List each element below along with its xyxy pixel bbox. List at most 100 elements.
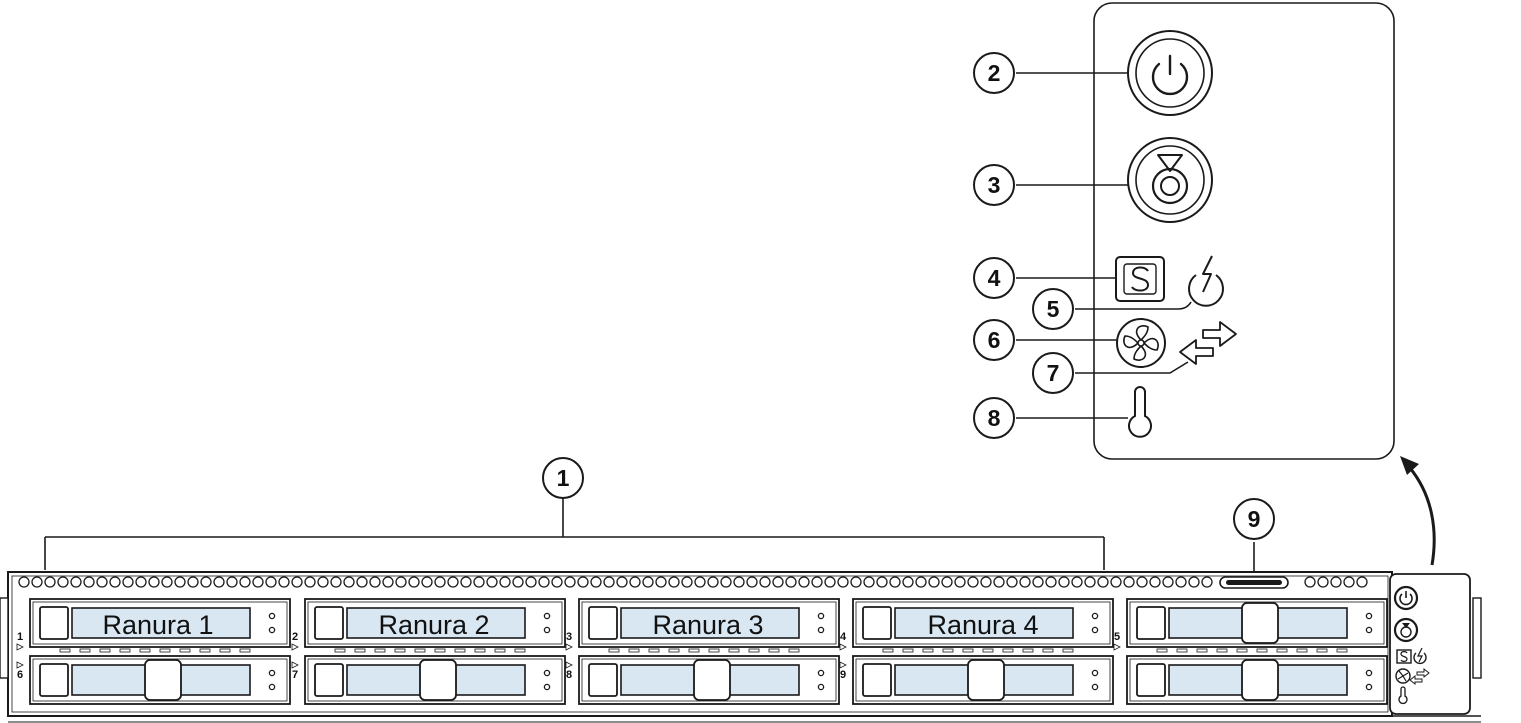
vent-hole — [486, 576, 498, 588]
unit-id-button-icon — [1393, 617, 1419, 643]
drive-bay — [29, 655, 291, 705]
vent-hole — [694, 576, 706, 588]
vent-hole — [161, 576, 173, 588]
slot-label: Ranura 4 — [927, 610, 1038, 640]
drive-led — [268, 626, 276, 634]
callout-number: 9 — [1248, 506, 1261, 532]
vent-hole — [31, 576, 43, 588]
vent-hole — [434, 576, 446, 588]
callout-6: 6 — [973, 319, 1015, 361]
vent-hole — [902, 576, 914, 588]
slot-label: Ranura 3 — [652, 610, 763, 640]
vent-hole — [122, 576, 134, 588]
callout-number: 1 — [557, 465, 570, 491]
vent-hole — [1188, 576, 1200, 588]
vent-hole — [70, 576, 82, 588]
drive-handle — [419, 659, 457, 701]
callout-number: 8 — [988, 405, 1001, 431]
bay-arrow-icon — [16, 661, 24, 669]
bay-number: 5 — [1114, 631, 1120, 643]
network-activity-icon — [1409, 667, 1430, 686]
drive-led — [268, 612, 276, 620]
drive-latch — [39, 663, 69, 697]
vent-hole — [525, 576, 537, 588]
kvm-connector — [1219, 576, 1289, 589]
power-supply-status-icon — [1188, 255, 1224, 307]
vent-hole — [967, 576, 979, 588]
drive-led — [1365, 612, 1373, 620]
vent-hole — [148, 576, 160, 588]
drive-led — [268, 683, 276, 691]
drive-bay — [304, 598, 566, 653]
bay-arrow-icon — [16, 643, 24, 651]
vent-hole — [863, 576, 875, 588]
drive-label-area — [346, 607, 526, 639]
vent-hole — [824, 576, 836, 588]
vent-hole — [1071, 576, 1083, 588]
vent-hole — [759, 576, 771, 588]
vent-hole — [44, 576, 56, 588]
callout-8: 8 — [973, 397, 1015, 439]
system-status-icon — [1115, 256, 1165, 302]
vent-hole — [57, 576, 69, 588]
vent-hole — [564, 576, 576, 588]
vent-hole — [590, 576, 602, 588]
vent-hole — [1032, 576, 1044, 588]
callout-3: 3 — [973, 164, 1015, 206]
bay-arrow-icon — [1113, 643, 1121, 651]
vent-hole — [668, 576, 680, 588]
vent-hole — [915, 576, 927, 588]
vent-hole — [733, 576, 745, 588]
drive-label-area — [620, 607, 800, 639]
drive-bays — [29, 598, 1388, 705]
vent-hole — [629, 576, 641, 588]
vent-hole — [83, 576, 95, 588]
vent-hole — [421, 576, 433, 588]
vent-hole — [941, 576, 953, 588]
temperature-icon — [1128, 386, 1152, 438]
vent-hole — [707, 576, 719, 588]
drive-latch — [588, 606, 618, 640]
vent-hole — [1019, 576, 1031, 588]
vent-hole — [1304, 576, 1316, 588]
vent-hole — [1356, 576, 1368, 588]
bay-number: 1 — [17, 631, 23, 643]
slot-labels: Ranura 1 Ranura 2 Ranura 3 Ranura 4 — [102, 610, 1038, 640]
drive-bay — [304, 655, 566, 705]
bay-arrow-icon — [291, 661, 299, 669]
drive-led — [1365, 683, 1373, 691]
vent-hole — [603, 576, 615, 588]
control-panel-zoom-frame — [1093, 2, 1395, 460]
callout-number: 4 — [988, 265, 1001, 291]
drive-led — [817, 683, 825, 691]
vent-hole — [746, 576, 758, 588]
drive-led — [1365, 669, 1373, 677]
vent-hole — [226, 576, 238, 588]
drive-led — [817, 669, 825, 677]
drive-bay — [852, 655, 1114, 705]
vent-hole — [772, 576, 784, 588]
callout-number: 7 — [1047, 360, 1060, 386]
fan-status-icon — [1395, 668, 1411, 684]
vent-hole — [1097, 576, 1109, 588]
vent-hole — [174, 576, 186, 588]
drive-led — [817, 612, 825, 620]
drive-led — [1091, 612, 1099, 620]
vent-hole — [1058, 576, 1070, 588]
vent-hole — [785, 576, 797, 588]
vent-hole — [993, 576, 1005, 588]
vent-hole — [499, 576, 511, 588]
drive-bay — [578, 655, 840, 705]
drive-handle — [967, 659, 1005, 701]
vent-hole — [876, 576, 888, 588]
drive-latch — [588, 663, 618, 697]
drive-latch — [39, 606, 69, 640]
vent-hole — [577, 576, 589, 588]
drive-handle — [1241, 659, 1279, 701]
vent-hole — [1317, 576, 1329, 588]
power-button-icon — [1127, 30, 1213, 116]
slot-label: Ranura 1 — [102, 610, 213, 640]
drive-led — [817, 626, 825, 634]
zoom-arrow — [1400, 456, 1436, 566]
